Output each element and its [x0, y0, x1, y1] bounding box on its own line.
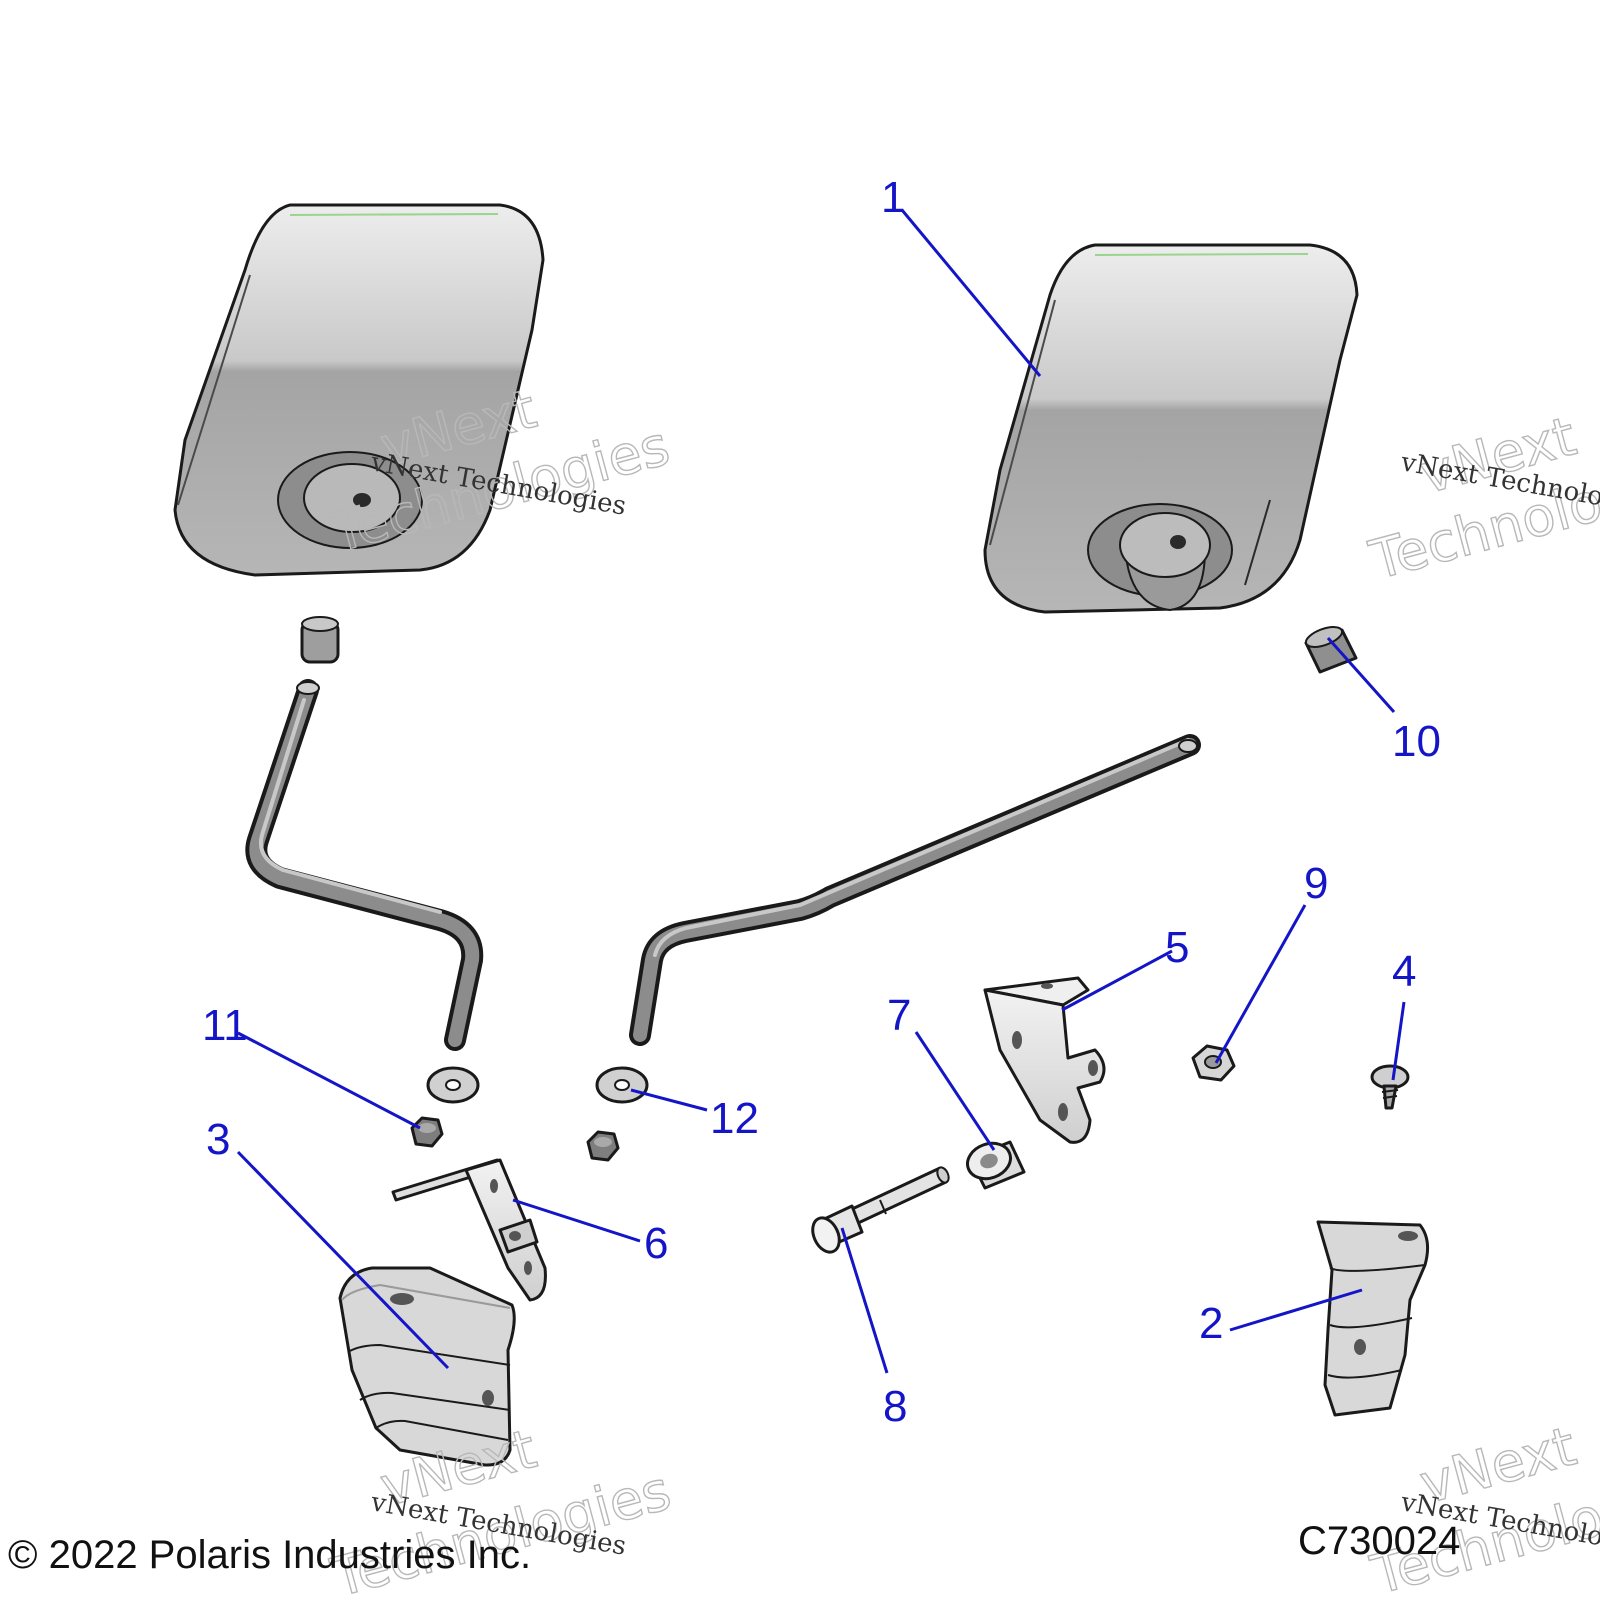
spacer-sleeve — [966, 1140, 1026, 1190]
left-washer — [426, 1066, 480, 1104]
callout-3: 3 — [206, 1115, 230, 1164]
left-mirror — [173, 203, 545, 577]
left-mount-bracket — [391, 1158, 547, 1302]
right-washer — [595, 1066, 649, 1104]
drawing-code: C730024 — [1298, 1519, 1460, 1563]
leader-lines — [236, 209, 1406, 1374]
callout-5: 5 — [1165, 923, 1189, 972]
callout-1: 1 — [881, 173, 905, 222]
left-cap-bushing — [300, 616, 340, 664]
callout-8: 8 — [883, 1382, 907, 1431]
callout-4: 4 — [1392, 947, 1416, 996]
callout-2: 2 — [1199, 1299, 1223, 1348]
callout-10: 10 — [1392, 717, 1441, 766]
callout-9: 9 — [1304, 859, 1328, 908]
self-tapping-screw — [1370, 1064, 1410, 1110]
callout-6: 6 — [644, 1219, 668, 1268]
right-cap-bushing — [1304, 626, 1358, 674]
right-mount-bracket — [983, 976, 1106, 1144]
left-lock-nut — [410, 1116, 444, 1148]
callout-11: 11 — [202, 1001, 248, 1050]
callout-12: 12 — [710, 1094, 759, 1143]
callout-numbers: 1 2 3 4 5 6 7 8 9 10 11 12 — [202, 173, 1441, 1431]
right-mirror-arm — [629, 734, 1201, 1046]
right-lock-nut — [586, 1130, 620, 1162]
watermark-bottom-right: vNext Technologies — [1364, 1414, 1600, 1600]
left-mirror-arm — [245, 679, 484, 1051]
copyright-notice: © 2022 Polaris Industries Inc. — [8, 1533, 531, 1577]
hex-nut — [1191, 1044, 1236, 1082]
callout-7: 7 — [887, 991, 911, 1040]
flange-bolt — [811, 1166, 950, 1254]
right-mount-block — [1316, 1220, 1430, 1417]
right-mirror — [983, 243, 1359, 614]
